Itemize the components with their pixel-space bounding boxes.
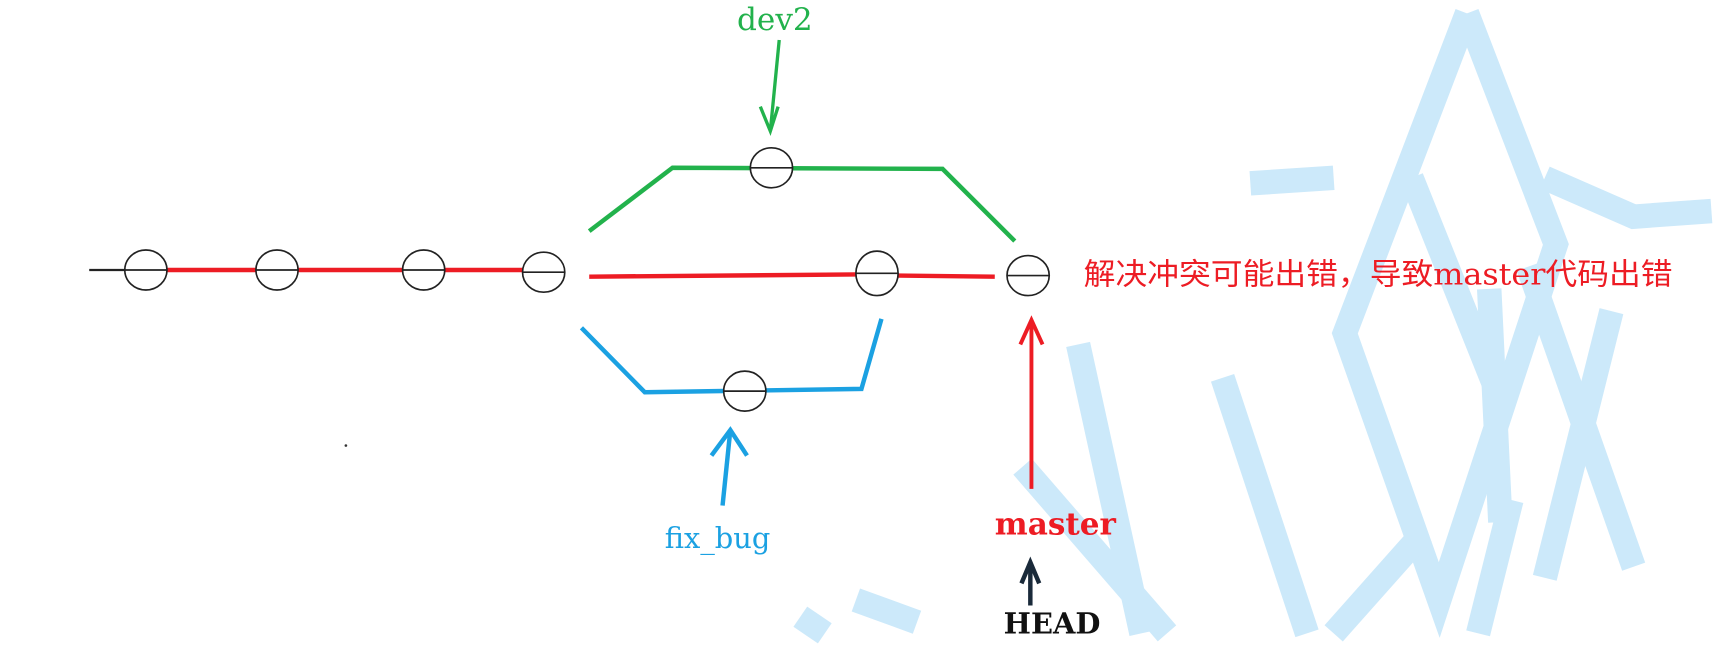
commit-node [521, 251, 566, 294]
fix-bug-label: fix_bug [665, 521, 771, 556]
commits [123, 146, 1051, 412]
commit-node [255, 249, 299, 291]
commit-node-merge [1006, 254, 1051, 297]
head-arrow [1019, 556, 1042, 606]
dev2-branch-line [587, 165, 1017, 243]
commit-node [855, 250, 899, 297]
commit-node-dev2 [749, 146, 794, 189]
watermark [793, 8, 1713, 644]
head-label: HEAD [1004, 606, 1101, 640]
commit-node [123, 249, 168, 291]
dev2-arrow [758, 39, 781, 136]
stray-dot [344, 444, 348, 447]
master-line [89, 267, 995, 279]
master-label: master [995, 506, 1117, 542]
commit-node [401, 249, 446, 291]
commit-node-fix-bug [722, 370, 767, 412]
dev2-label: dev2 [737, 2, 813, 38]
master-arrow [1018, 315, 1045, 489]
fix-bug-arrow [709, 426, 749, 506]
conflict-annotation: 解决冲突可能出错，导致master代码出错 [1084, 257, 1673, 292]
